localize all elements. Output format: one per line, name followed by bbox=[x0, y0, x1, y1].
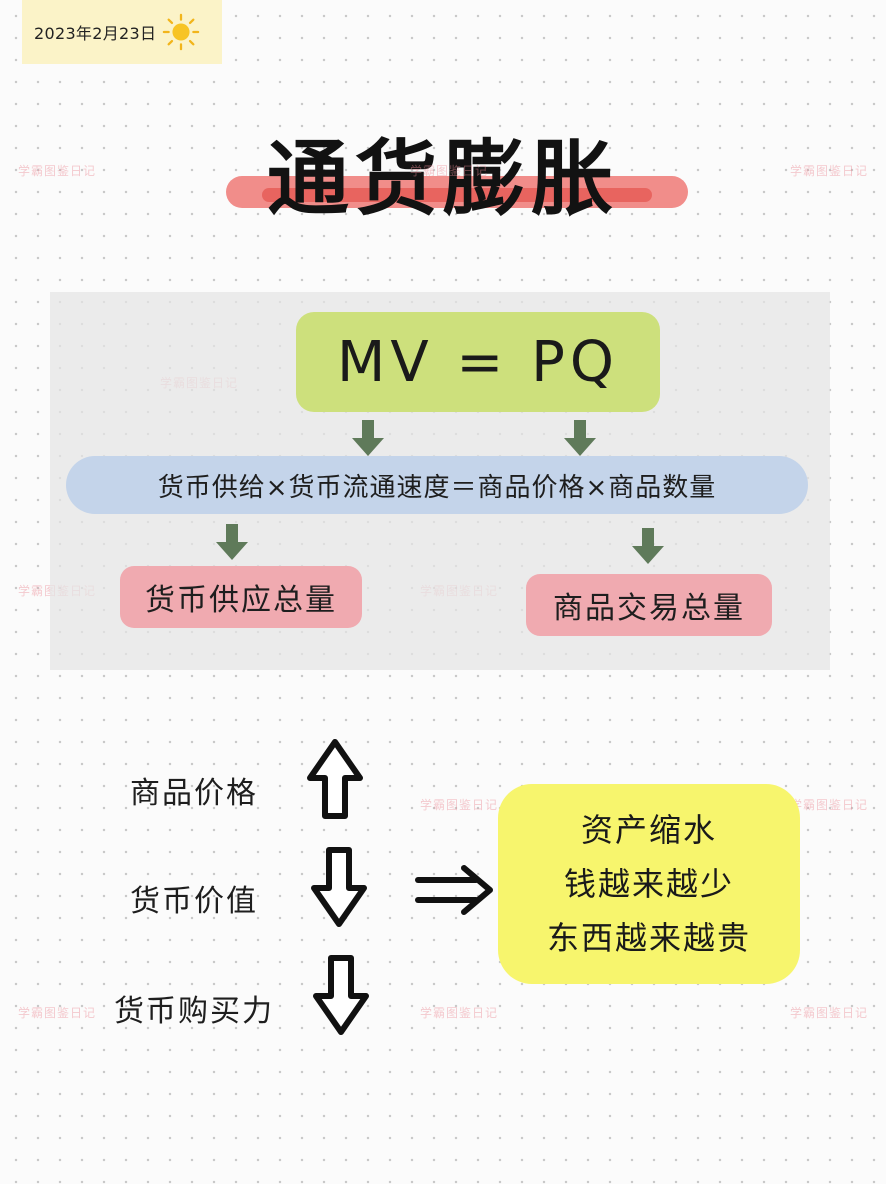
effect-label-price: 商品价格 bbox=[130, 776, 258, 811]
watermark: 学霸图鉴日记 bbox=[410, 164, 489, 178]
watermark: 学霸图鉴日记 bbox=[420, 798, 499, 812]
result-line: 东西越来越贵 bbox=[546, 919, 751, 957]
money-supply-total: 货币供应总量 bbox=[120, 566, 362, 628]
effect-label-purchasing-power: 货币购买力 bbox=[114, 994, 274, 1029]
watermark: 学霸图鉴日记 bbox=[790, 1006, 869, 1020]
formula-main: MV = PQ bbox=[296, 312, 660, 412]
arrow-down-icon bbox=[564, 420, 596, 456]
watermark: 学霸图鉴日记 bbox=[790, 798, 869, 812]
watermark: 学霸图鉴日记 bbox=[18, 1006, 97, 1020]
effect-label-value: 货币价值 bbox=[130, 884, 258, 919]
date-tab: 2023年2月23日 bbox=[22, 0, 222, 64]
sun-icon bbox=[163, 13, 200, 51]
arrow-down-icon bbox=[352, 420, 384, 456]
watermark: 学霸图鉴日记 bbox=[420, 1006, 499, 1020]
result-line: 资产缩水 bbox=[580, 811, 717, 849]
goods-trade-total: 商品交易总量 bbox=[526, 574, 772, 636]
formula-expanded: 货币供给×货币流通速度＝商品价格×商品数量 bbox=[157, 472, 717, 503]
arrow-up-icon bbox=[307, 739, 363, 819]
arrow-down-icon bbox=[216, 524, 248, 560]
double-arrow-right-icon bbox=[415, 865, 493, 915]
date-text: 2023年2月23日 bbox=[34, 24, 157, 43]
result-box: 资产缩水 钱越来越少 东西越来越贵 bbox=[498, 784, 800, 984]
title-underline-inner bbox=[262, 188, 652, 202]
watermark: 学霸图鉴日记 bbox=[790, 164, 869, 178]
watermark: 学霸图鉴日记 bbox=[18, 164, 97, 178]
arrow-down-icon bbox=[313, 955, 369, 1035]
arrow-down-icon bbox=[311, 847, 367, 927]
page-title: 通货膨胀 bbox=[266, 132, 619, 227]
result-line: 钱越来越少 bbox=[563, 865, 734, 903]
arrow-down-icon bbox=[632, 528, 664, 564]
formula-expanded-band: 货币供给×货币流通速度＝商品价格×商品数量 bbox=[66, 456, 808, 514]
